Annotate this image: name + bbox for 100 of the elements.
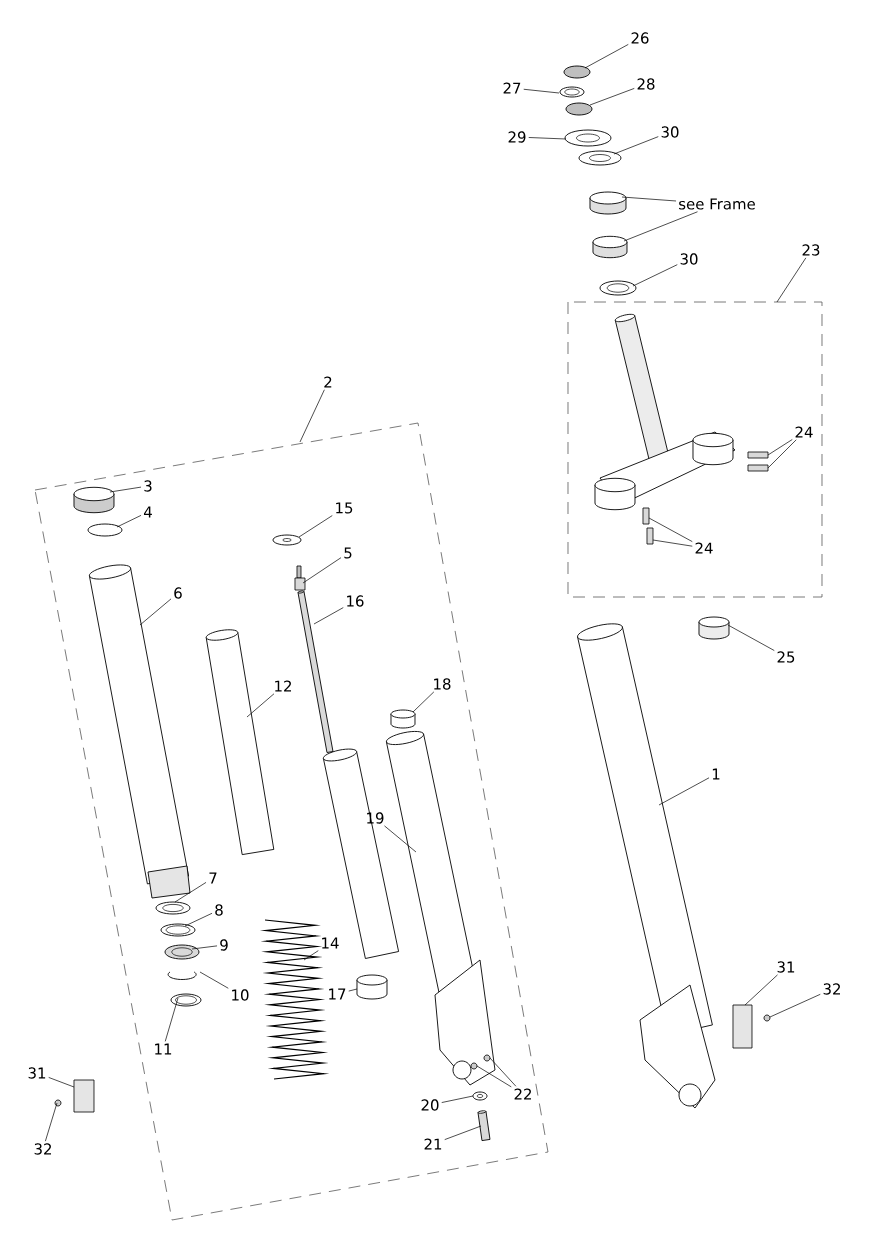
bushing-drawing: [356, 974, 388, 1000]
washer-drawing: [170, 993, 202, 1007]
leader-line: [767, 439, 797, 469]
screw-drawing: [54, 1099, 62, 1107]
leader-line: [109, 486, 142, 493]
leader-line: [623, 211, 698, 242]
callout-number: 25: [777, 651, 795, 663]
callout-number: 28: [637, 78, 655, 90]
bolt-drawing: [646, 527, 654, 545]
leader-line: [767, 439, 793, 456]
callout-number: 12: [275, 680, 291, 692]
callout-number: 4: [144, 506, 152, 518]
leader-line: [441, 1095, 474, 1103]
washer-drawing: [599, 280, 637, 296]
clamp-drawing: [73, 1079, 95, 1113]
leader-line: [116, 515, 142, 528]
leader-line: [191, 945, 218, 950]
callout-number: 5: [344, 547, 352, 559]
callout-number: 7: [209, 872, 217, 884]
leader-line: [45, 1102, 58, 1142]
callout-number: 8: [215, 904, 223, 916]
clamp-drawing: [732, 1004, 753, 1049]
nut-drawing: [563, 65, 591, 79]
callout-number: 11: [155, 1043, 172, 1055]
seal-drawing: [164, 944, 200, 960]
callout-number: 31: [777, 961, 795, 973]
bolt-drawing: [642, 507, 650, 525]
bolt-drawing: [483, 1054, 491, 1062]
callout-number: 27: [503, 82, 521, 94]
screw-drawing: [763, 1014, 771, 1022]
callout-number: 22: [514, 1088, 531, 1100]
callout-number: 1: [712, 768, 720, 780]
leader-line: [299, 389, 325, 443]
leader-line: [523, 88, 560, 94]
bolt-drawing: [470, 1062, 478, 1070]
leader-line: [302, 557, 342, 584]
callout-number: 30: [680, 253, 698, 265]
nut-drawing: [565, 102, 593, 116]
leader-line: [184, 912, 213, 927]
leader-line: [199, 971, 229, 989]
leader-line: [489, 1057, 517, 1087]
callout-number: 30: [661, 126, 679, 138]
seal-drawing: [155, 901, 191, 915]
callout-number: 2: [324, 376, 332, 388]
leader-line: [652, 539, 693, 547]
washer-drawing: [559, 86, 585, 98]
leader-line: [48, 1077, 75, 1088]
nut-drawing: [294, 565, 306, 591]
callout-number: 26: [631, 32, 649, 44]
washer-drawing: [564, 129, 612, 147]
leader-line: [476, 1065, 512, 1088]
callout-number: 16: [347, 595, 364, 607]
o-ring-drawing: [87, 523, 123, 537]
bearing-drawing: [589, 191, 627, 215]
tube-drawing: [205, 629, 275, 856]
bolt-drawing: [747, 464, 769, 472]
bushing-drawing: [390, 709, 416, 729]
callout-number: 17: [329, 988, 346, 1000]
callout-number: 19: [367, 812, 384, 824]
disc-drawing: [272, 534, 302, 546]
callout-number: 18: [434, 678, 451, 690]
leader-line: [303, 950, 319, 961]
leader-line: [139, 598, 172, 626]
leader-line: [412, 691, 435, 713]
clip-drawing: [167, 971, 197, 980]
leader-line: [384, 825, 417, 853]
callout-number: 32: [34, 1143, 51, 1155]
leader-line: [744, 974, 778, 1006]
leader-line: [589, 88, 635, 106]
bolt-drawing: [747, 451, 769, 459]
leader-line: [164, 997, 179, 1042]
callout-number: 6: [174, 587, 182, 599]
callout-number: 32: [823, 983, 840, 995]
cap-drawing: [698, 616, 730, 640]
leader-line: [348, 988, 358, 992]
washer-drawing: [160, 923, 196, 937]
washer-drawing: [472, 1091, 488, 1101]
leader-line: [298, 515, 333, 538]
callout-number: 21: [424, 1138, 442, 1150]
leader-line: [313, 607, 344, 625]
leader-line: [613, 136, 659, 155]
leader-line: [444, 1125, 482, 1140]
fork-tube-drawing: [88, 564, 191, 899]
callout-number: 15: [336, 502, 353, 514]
leader-line: [632, 264, 678, 287]
leader-line: [769, 993, 821, 1018]
rod-drawing: [297, 590, 334, 753]
callout-number: 10: [232, 989, 249, 1001]
leader-line: [528, 137, 567, 140]
cap-drawing: [73, 486, 115, 514]
callout-number: 23: [802, 244, 820, 256]
leader-line: [584, 44, 629, 69]
callout-number: 29: [508, 131, 526, 143]
leader-line: [174, 882, 207, 903]
callout-number: 3: [144, 480, 152, 492]
leader-line: [648, 517, 693, 542]
leader-line: [776, 257, 807, 303]
callout-number: see Frame: [679, 198, 755, 210]
callout-number: 31: [28, 1067, 46, 1079]
callout-number: 24: [795, 426, 813, 438]
